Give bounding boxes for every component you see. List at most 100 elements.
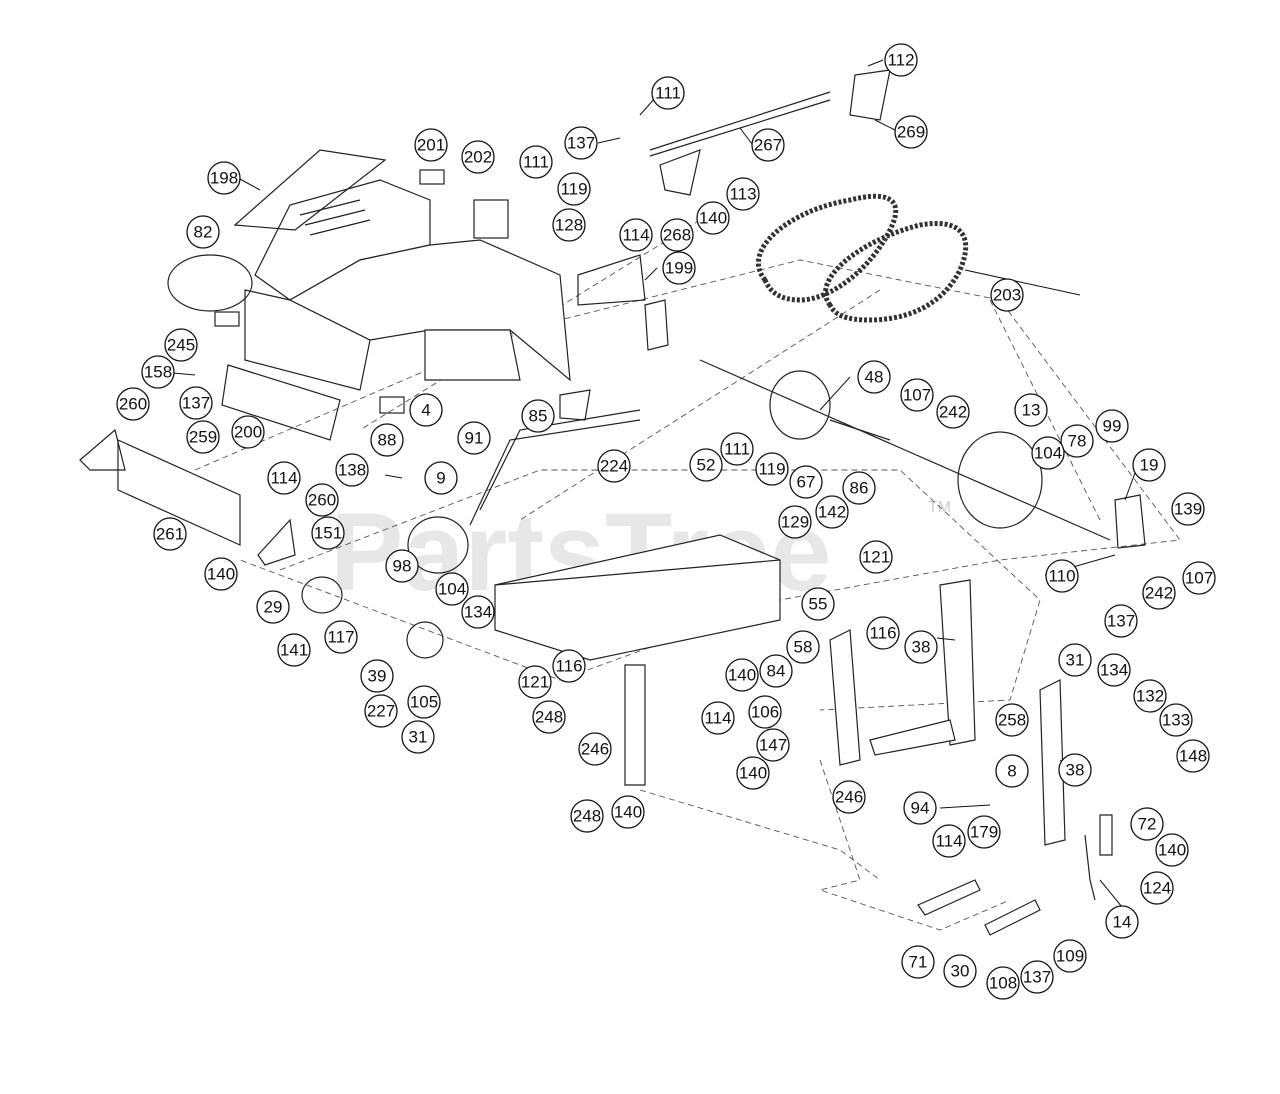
callout-55[interactable]: 55 [801, 587, 835, 621]
callout-158[interactable]: 158 [141, 355, 175, 389]
callout-19[interactable]: 19 [1132, 448, 1166, 482]
callout-129[interactable]: 129 [778, 505, 812, 539]
callout-38[interactable]: 38 [1058, 753, 1092, 787]
callout-248[interactable]: 248 [532, 700, 566, 734]
callout-141[interactable]: 141 [277, 633, 311, 667]
callout-111[interactable]: 111 [651, 76, 685, 110]
callout-260[interactable]: 260 [305, 483, 339, 517]
callout-148[interactable]: 148 [1176, 739, 1210, 773]
callout-138[interactable]: 138 [335, 453, 369, 487]
callout-98[interactable]: 98 [385, 549, 419, 583]
callout-114[interactable]: 114 [701, 701, 735, 735]
callout-134[interactable]: 134 [1097, 653, 1131, 687]
callout-13[interactable]: 13 [1014, 393, 1048, 427]
callout-134[interactable]: 134 [461, 595, 495, 629]
callout-29[interactable]: 29 [256, 590, 290, 624]
callout-48[interactable]: 48 [857, 360, 891, 394]
callout-124[interactable]: 124 [1140, 871, 1174, 905]
callout-133[interactable]: 133 [1159, 703, 1193, 737]
callout-71[interactable]: 71 [901, 945, 935, 979]
callout-200[interactable]: 200 [231, 415, 265, 449]
callout-107[interactable]: 107 [1182, 561, 1216, 595]
callout-128[interactable]: 128 [552, 208, 586, 242]
callout-139[interactable]: 139 [1171, 492, 1205, 526]
callout-82[interactable]: 82 [186, 215, 220, 249]
callout-30[interactable]: 30 [943, 954, 977, 988]
callout-140[interactable]: 140 [1155, 833, 1189, 867]
callout-104[interactable]: 104 [1031, 436, 1065, 470]
callout-227[interactable]: 227 [364, 694, 398, 728]
callout-142[interactable]: 142 [815, 495, 849, 529]
callout-114[interactable]: 114 [619, 218, 653, 252]
callout-179[interactable]: 179 [967, 815, 1001, 849]
callout-203[interactable]: 203 [990, 278, 1024, 312]
callout-109[interactable]: 109 [1053, 939, 1087, 973]
callout-151[interactable]: 151 [311, 516, 345, 550]
callout-137[interactable]: 137 [564, 126, 598, 160]
callout-58[interactable]: 58 [786, 630, 820, 664]
callout-39[interactable]: 39 [360, 659, 394, 693]
callout-121[interactable]: 121 [518, 665, 552, 699]
callout-258[interactable]: 258 [995, 703, 1029, 737]
callout-104[interactable]: 104 [435, 572, 469, 606]
callout-86[interactable]: 86 [842, 471, 876, 505]
callout-137[interactable]: 137 [1020, 960, 1054, 994]
callout-199[interactable]: 199 [662, 251, 696, 285]
callout-121[interactable]: 121 [859, 540, 893, 574]
callout-106[interactable]: 106 [748, 695, 782, 729]
callout-137[interactable]: 137 [179, 386, 213, 420]
callout-201[interactable]: 201 [414, 128, 448, 162]
callout-140[interactable]: 140 [696, 201, 730, 235]
callout-132[interactable]: 132 [1133, 679, 1167, 713]
callout-248[interactable]: 248 [570, 799, 604, 833]
callout-116[interactable]: 116 [552, 649, 586, 683]
callout-111[interactable]: 111 [720, 432, 754, 466]
callout-140[interactable]: 140 [611, 795, 645, 829]
callout-31[interactable]: 31 [1058, 643, 1092, 677]
callout-202[interactable]: 202 [461, 140, 495, 174]
callout-116[interactable]: 116 [866, 616, 900, 650]
callout-246[interactable]: 246 [832, 780, 866, 814]
callout-105[interactable]: 105 [407, 685, 441, 719]
callout-242[interactable]: 242 [1142, 576, 1176, 610]
callout-259[interactable]: 259 [186, 420, 220, 454]
callout-260[interactable]: 260 [116, 387, 150, 421]
callout-140[interactable]: 140 [204, 557, 238, 591]
callout-9[interactable]: 9 [424, 461, 458, 495]
callout-4[interactable]: 4 [409, 393, 443, 427]
callout-108[interactable]: 108 [986, 966, 1020, 1000]
callout-119[interactable]: 119 [557, 172, 591, 206]
callout-99[interactable]: 99 [1095, 409, 1129, 443]
callout-245[interactable]: 245 [164, 328, 198, 362]
callout-198[interactable]: 198 [207, 161, 241, 195]
callout-268[interactable]: 268 [660, 218, 694, 252]
callout-117[interactable]: 117 [324, 620, 358, 654]
callout-72[interactable]: 72 [1130, 807, 1164, 841]
callout-246[interactable]: 246 [578, 732, 612, 766]
callout-91[interactable]: 91 [457, 421, 491, 455]
callout-140[interactable]: 140 [736, 756, 770, 790]
callout-52[interactable]: 52 [689, 448, 723, 482]
callout-107[interactable]: 107 [900, 378, 934, 412]
callout-269[interactable]: 269 [894, 115, 928, 149]
callout-147[interactable]: 147 [756, 728, 790, 762]
callout-112[interactable]: 112 [884, 43, 918, 77]
callout-119[interactable]: 119 [755, 452, 789, 486]
callout-267[interactable]: 267 [751, 128, 785, 162]
callout-113[interactable]: 113 [726, 177, 760, 211]
callout-94[interactable]: 94 [903, 791, 937, 825]
callout-85[interactable]: 85 [521, 399, 555, 433]
callout-242[interactable]: 242 [936, 395, 970, 429]
callout-111[interactable]: 111 [519, 145, 553, 179]
callout-137[interactable]: 137 [1104, 604, 1138, 638]
callout-261[interactable]: 261 [153, 517, 187, 551]
callout-38[interactable]: 38 [904, 630, 938, 664]
callout-110[interactable]: 110 [1045, 559, 1079, 593]
callout-14[interactable]: 14 [1105, 905, 1139, 939]
callout-224[interactable]: 224 [597, 449, 631, 483]
callout-88[interactable]: 88 [370, 423, 404, 457]
callout-8[interactable]: 8 [995, 754, 1029, 788]
callout-67[interactable]: 67 [789, 465, 823, 499]
callout-31[interactable]: 31 [401, 720, 435, 754]
callout-114[interactable]: 114 [932, 824, 966, 858]
